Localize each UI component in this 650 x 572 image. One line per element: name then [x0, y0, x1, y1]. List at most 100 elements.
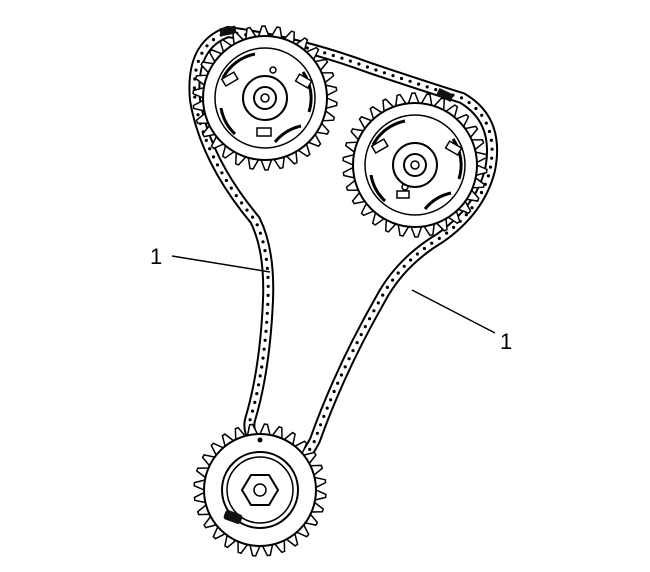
chain-link-pin: [351, 349, 355, 353]
chain-link-pin: [385, 285, 389, 289]
chain-link-pin: [264, 329, 268, 333]
chain-link-pin: [489, 138, 493, 142]
chain-link-pin: [308, 447, 312, 451]
chain-link-pin: [319, 423, 323, 427]
left-callout-leader: [171, 255, 271, 273]
chain-link-pin: [430, 241, 434, 245]
chain-link-pin: [229, 186, 233, 190]
chain-link-pin: [348, 59, 352, 63]
crank-timing-mark: [223, 510, 243, 524]
chain-link-pin: [479, 190, 484, 195]
chain-link-pin: [262, 347, 266, 351]
chain-link-pin: [265, 320, 269, 324]
chain-link-pin: [248, 418, 252, 422]
chain-link-pin: [245, 208, 249, 212]
chain-link-pin: [205, 44, 209, 48]
chain-link-pin: [376, 301, 380, 305]
chain-link-pin: [467, 101, 471, 105]
chain-link-pin: [251, 215, 255, 219]
chain-link-pin: [257, 383, 261, 387]
chain-link-pin: [391, 74, 395, 78]
chain-link-pin: [261, 356, 265, 360]
chain-link-pin: [208, 147, 212, 151]
chain-link-pin: [372, 309, 376, 313]
chain-link-pin: [381, 293, 385, 297]
chain-link-pin: [224, 178, 228, 183]
chain-link-pin: [368, 317, 372, 321]
chain-link-pin: [422, 246, 426, 251]
left-camshaft-sprocket: [192, 25, 338, 171]
chain-link-pin: [265, 311, 269, 315]
chain-link-pin: [365, 65, 369, 69]
chain-link-pin: [265, 266, 269, 270]
chain-link-pin: [266, 275, 270, 279]
chain-link-pin: [211, 38, 216, 42]
chain-link-pin: [266, 302, 270, 306]
chain-link-pin: [204, 138, 208, 142]
right-camshaft-sprocket: [342, 92, 488, 238]
chain-link-pin: [374, 68, 378, 72]
chain-link-pin: [437, 236, 441, 240]
chain-link-pin: [359, 333, 363, 337]
chain-link-pin: [305, 46, 309, 50]
chain-link-pin: [343, 365, 347, 369]
chain-link-pin: [408, 79, 412, 83]
chain-link-pin: [486, 174, 490, 178]
chain-link-pin: [253, 400, 257, 404]
chain-link-pin: [357, 62, 361, 66]
chain-link-pin: [331, 53, 335, 58]
chain-link-pin: [484, 121, 488, 125]
chain-link-pin: [263, 249, 267, 253]
chain-link-pin: [391, 278, 395, 282]
crankshaft-sprocket: [193, 423, 327, 557]
chain-link-pin: [193, 95, 197, 99]
chain-link-pin: [355, 341, 359, 345]
chain-link-pin: [363, 325, 367, 329]
chain-link-pin: [200, 51, 204, 55]
chain-link-pin: [396, 271, 400, 275]
chain-link-pin: [315, 431, 319, 435]
chain-link-pin: [266, 284, 270, 288]
chain-link-pin: [266, 293, 270, 297]
chain-link-pin: [382, 71, 386, 75]
left-chain-callout-label: 1: [150, 244, 162, 269]
chain-link-pin: [488, 165, 493, 169]
chain-link-pin: [464, 213, 468, 217]
chain-link-pin: [211, 155, 216, 159]
chain-link-pin: [409, 258, 413, 262]
chain-link-pin: [264, 257, 268, 261]
chain-link-pin: [417, 82, 421, 86]
chain-link-pin: [234, 194, 238, 198]
chain-link-pin: [312, 440, 316, 444]
chain-link-pin: [329, 398, 333, 402]
chain-link-pin: [480, 113, 484, 117]
chain-link-pin: [490, 156, 494, 160]
chain-link-pin: [474, 106, 478, 111]
chain-link-pin: [322, 414, 326, 418]
chain-link-pin: [258, 231, 262, 235]
chain-link-pin: [261, 240, 265, 244]
chain-link-pin: [240, 201, 244, 205]
chain-link-pin: [263, 338, 267, 342]
chain-link-pin: [339, 373, 343, 377]
chain-link-pin: [215, 163, 220, 167]
right-callout-leader: [411, 289, 496, 334]
chain-link-pin: [399, 76, 404, 81]
chain-link-pin: [487, 129, 492, 134]
chain-link-pin: [490, 147, 494, 151]
chain-link-pin: [194, 68, 198, 72]
chain-link-pin: [434, 88, 438, 92]
chain-link-pin: [325, 406, 329, 410]
chain-link-pin: [459, 96, 464, 100]
chain-link-pin: [347, 357, 351, 361]
chain-link-pin: [402, 264, 406, 268]
chain-link-pin: [260, 365, 264, 369]
chain-link-pin: [336, 381, 340, 385]
chain-link-pin: [250, 409, 255, 413]
chain-link-pin: [196, 59, 200, 64]
chain-link-pin: [470, 206, 474, 210]
chain-link-pin: [452, 225, 456, 229]
chain-link-pin: [255, 392, 259, 396]
chain-link-pin: [220, 171, 224, 175]
